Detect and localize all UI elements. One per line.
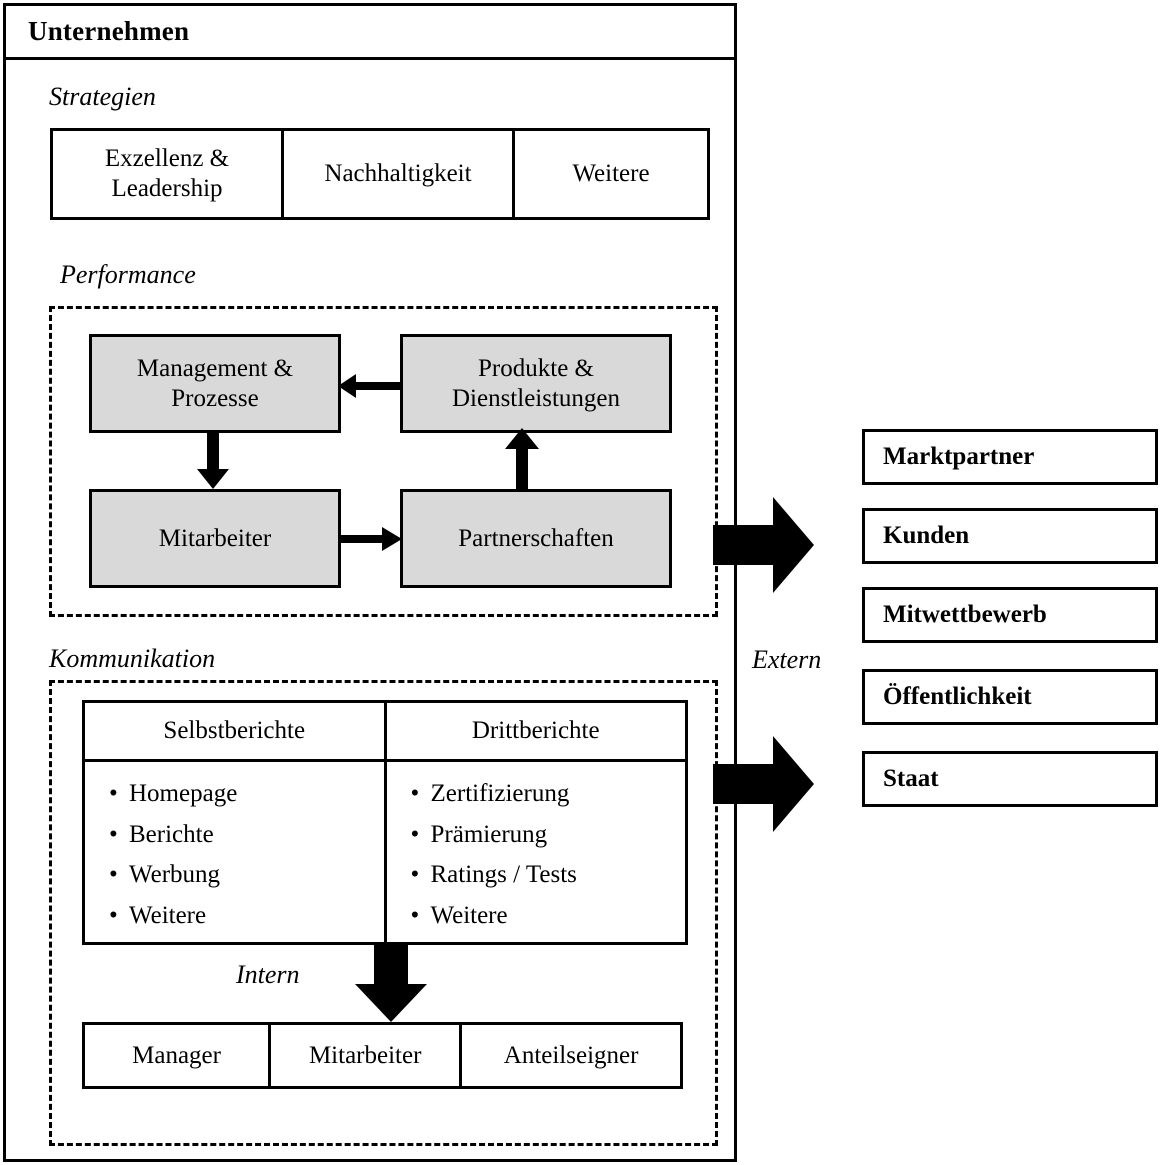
strategy-label: Weitere: [572, 160, 650, 187]
list-item: Homepage: [109, 774, 384, 815]
node-label: Partnerschaften: [458, 524, 614, 552]
intern-target-anteilseigner: Anteilseigner: [462, 1025, 680, 1086]
extern-label: Extern: [752, 645, 822, 674]
intern-target-label: Mitarbeiter: [308, 1041, 422, 1069]
node-partnerschaften: Partnerschaften: [400, 489, 672, 588]
list-item: Prämierung: [411, 815, 686, 856]
node-management-prozesse: Management & Prozesse: [89, 334, 341, 433]
strategy-label: Exzellenz & Leadership: [104, 145, 230, 202]
stakeholder-label: Kunden: [883, 522, 970, 549]
intern-targets-row: Manager Mitarbeiter Anteilseigner: [82, 1022, 683, 1089]
stakeholder-label: Öffentlichkeit: [883, 683, 1032, 710]
column-header: Selbstberichte: [85, 703, 384, 762]
arrow-management-to-mitarbeiter-icon: [197, 431, 229, 489]
arrow-produkte-to-management-icon: [338, 374, 400, 398]
strategy-item-nachhaltigkeit: Nachhaltigkeit: [284, 131, 515, 217]
stakeholder-oeffentlichkeit: Öffentlichkeit: [862, 669, 1158, 725]
node-mitarbeiter: Mitarbeiter: [89, 489, 341, 588]
section-caption-kommunikation: Kommunikation: [49, 644, 216, 673]
stakeholder-label: Marktpartner: [883, 443, 1035, 470]
strategien-row: Exzellenz & Leadership Nachhaltigkeit We…: [50, 128, 710, 220]
strategy-item-exzellenz-leadership: Exzellenz & Leadership: [53, 131, 284, 217]
arrow-mitarbeiter-to-partnerschaften-icon: [338, 527, 402, 551]
arrow-extern-kommunikation-icon: [713, 736, 814, 832]
intern-target-label: Anteilseigner: [503, 1041, 639, 1069]
list-item: Zertifizierung: [411, 774, 686, 815]
list-item: Werbung: [109, 855, 384, 896]
list-item: Ratings / Tests: [411, 855, 686, 896]
section-caption-performance: Performance: [60, 260, 196, 289]
strategy-item-weitere: Weitere: [515, 131, 707, 217]
list-item: Weitere: [411, 896, 686, 937]
list-item: Weitere: [109, 896, 384, 937]
intern-target-manager: Manager: [85, 1025, 272, 1086]
list-item: Berichte: [109, 815, 384, 856]
arrow-extern-performance-icon: [713, 497, 814, 593]
node-label: Management & Prozesse: [136, 355, 294, 412]
company-title-bar: Unternehmen: [3, 3, 737, 60]
stakeholder-label: Mitwettbewerb: [883, 601, 1047, 628]
page-title: Unternehmen: [28, 16, 190, 46]
arrow-partnerschaften-to-produkte-icon: [505, 428, 539, 489]
komm-column-drittberichte: Drittberichte Zertifizierung Prämierung …: [386, 703, 686, 942]
intern-target-label: Manager: [132, 1041, 221, 1069]
column-header: Drittberichte: [386, 703, 685, 762]
intern-target-mitarbeiter: Mitarbeiter: [271, 1025, 463, 1086]
arrow-intern-downward-icon: [355, 944, 427, 1022]
intern-label: Intern: [236, 960, 300, 989]
node-label: Mitarbeiter: [158, 524, 272, 552]
komm-column-selbstberichte: Selbstberichte Homepage Berichte Werbung…: [85, 703, 387, 942]
strategy-label: Nachhaltigkeit: [324, 160, 472, 187]
node-produkte-dienstleistungen: Produkte & Dienstleistungen: [400, 334, 672, 433]
stakeholder-kunden: Kunden: [862, 508, 1158, 564]
kommunikation-table: Selbstberichte Homepage Berichte Werbung…: [82, 700, 688, 945]
stakeholder-mitwettbewerb: Mitwettbewerb: [862, 587, 1158, 643]
stakeholder-staat: Staat: [862, 751, 1158, 807]
stakeholder-marktpartner: Marktpartner: [862, 429, 1158, 485]
column-body: Zertifizierung Prämierung Ratings / Test…: [387, 762, 686, 942]
section-caption-strategien: Strategien: [49, 82, 156, 111]
column-body: Homepage Berichte Werbung Weitere: [85, 762, 384, 942]
stakeholder-label: Staat: [883, 765, 939, 792]
node-label: Produkte & Dienstleistungen: [451, 355, 621, 412]
